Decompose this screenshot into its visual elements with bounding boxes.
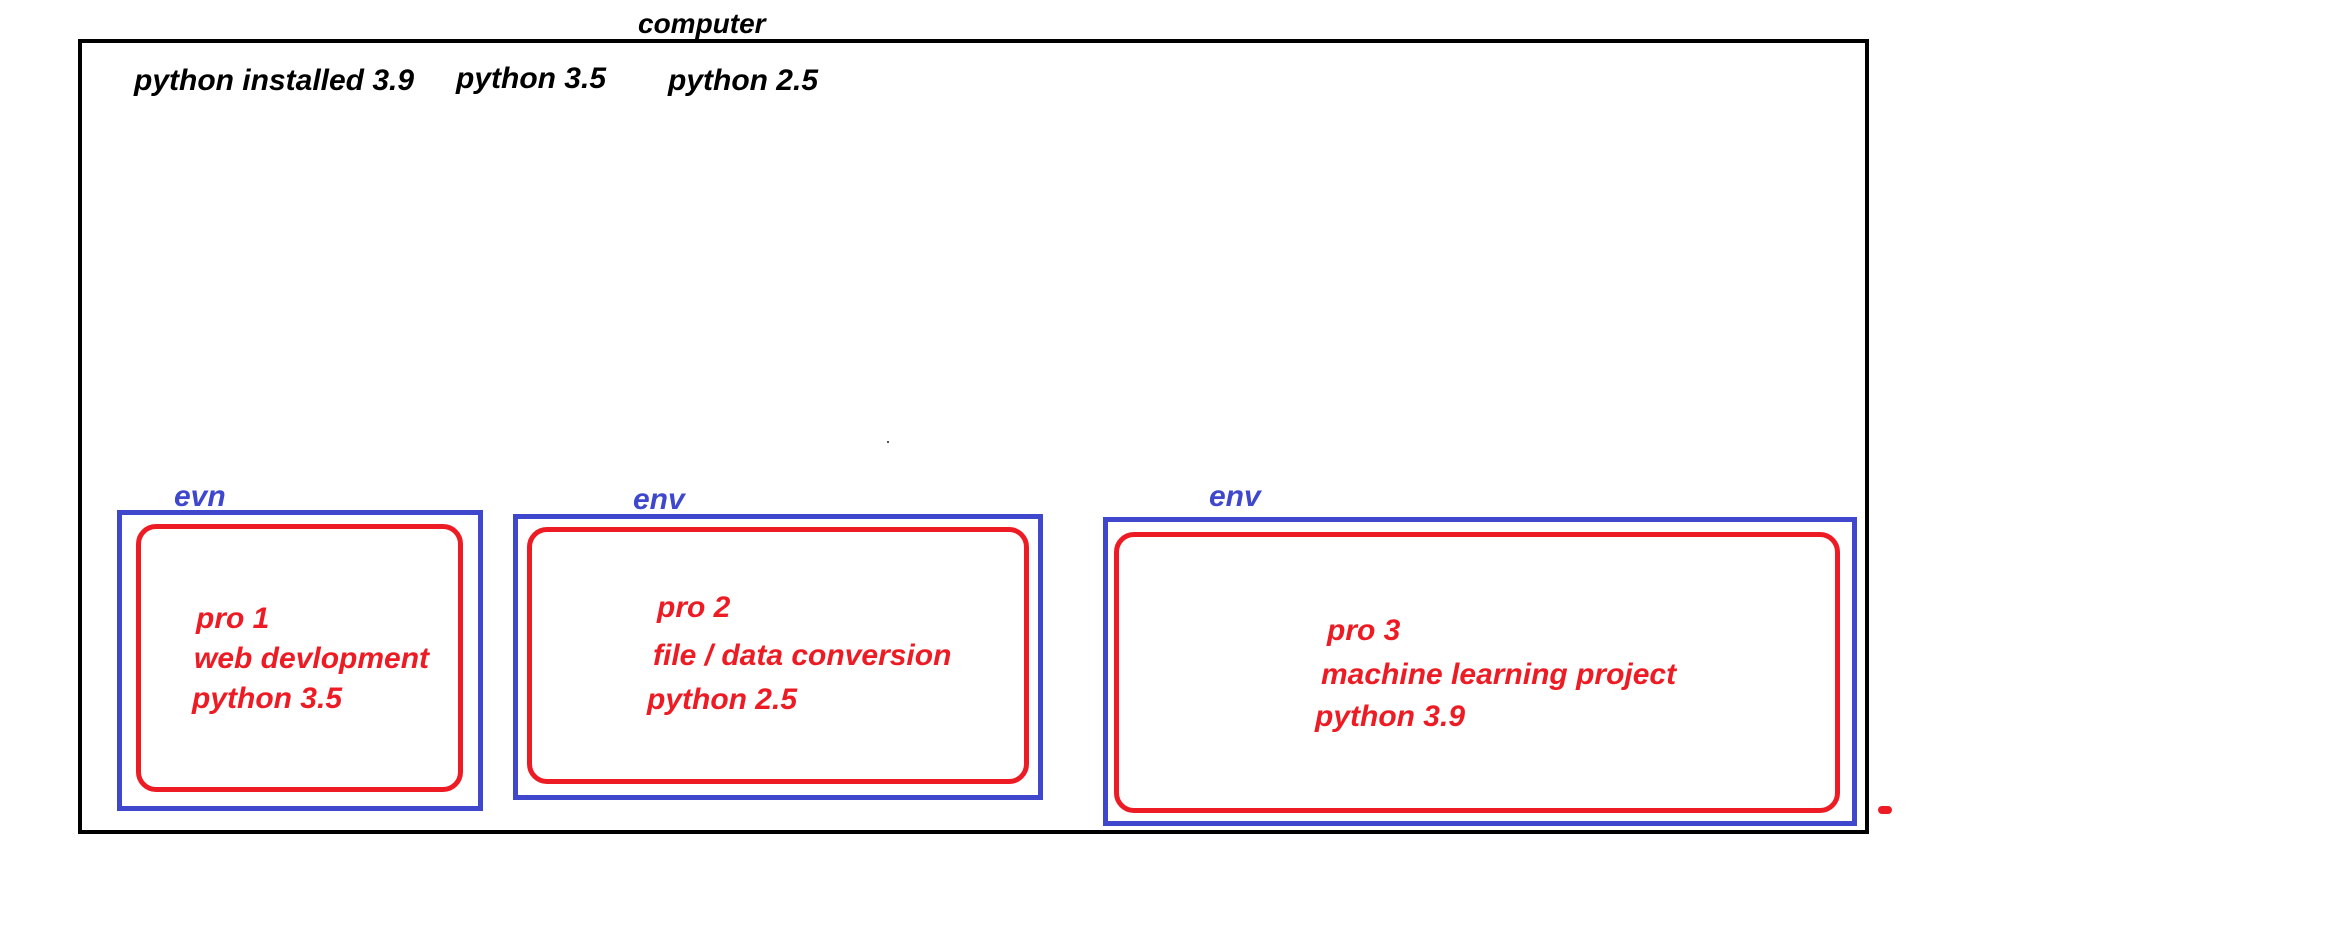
installed-python-3-9: python installed 3.9 bbox=[134, 64, 415, 97]
project-3-python: python 3.9 bbox=[1315, 700, 1466, 733]
env-box-1 bbox=[117, 510, 483, 811]
project-1-name: pro 1 bbox=[196, 602, 270, 635]
env-box-3 bbox=[1103, 517, 1857, 826]
stray-pixel bbox=[887, 441, 889, 443]
project-2-description: file / data conversion bbox=[653, 639, 952, 672]
project-box-3 bbox=[1114, 532, 1840, 813]
project-1-python: python 3.5 bbox=[192, 682, 343, 715]
project-3-name: pro 3 bbox=[1327, 614, 1401, 647]
env-label-1: evn bbox=[174, 480, 226, 513]
env-label-2: env bbox=[633, 483, 685, 516]
computer-title: computer bbox=[638, 8, 766, 39]
stray-mark bbox=[1878, 806, 1892, 814]
project-box-1 bbox=[136, 524, 463, 792]
env-label-3: env bbox=[1209, 480, 1261, 513]
project-box-2 bbox=[527, 527, 1029, 784]
env-box-2 bbox=[513, 514, 1043, 800]
project-2-python: python 2.5 bbox=[647, 683, 798, 716]
project-2-name: pro 2 bbox=[657, 591, 731, 624]
computer-box bbox=[78, 39, 1869, 834]
project-3-description: machine learning project bbox=[1321, 658, 1677, 691]
project-1-description: web devlopment bbox=[194, 642, 430, 675]
installed-python-2-5: python 2.5 bbox=[668, 64, 819, 97]
installed-python-3-5: python 3.5 bbox=[456, 62, 607, 95]
